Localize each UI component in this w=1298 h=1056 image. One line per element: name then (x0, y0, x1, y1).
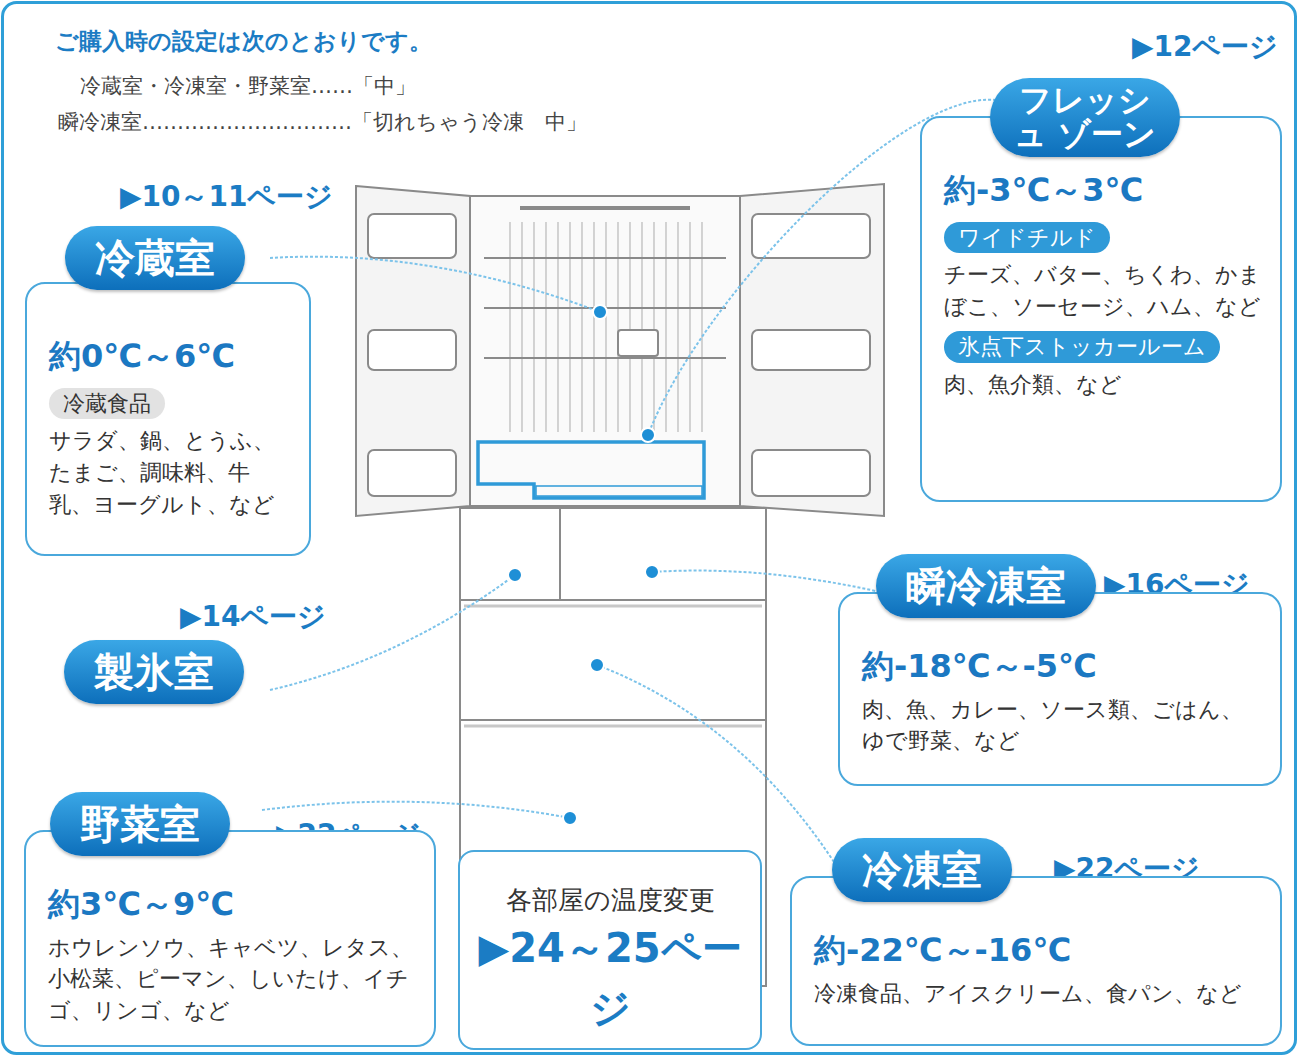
tag-text: ワイドチルド (958, 225, 1096, 250)
intro-note: ご購入時の設定は次のとおりです。 (55, 26, 432, 57)
room-name: 製氷室 (94, 649, 214, 695)
food-tag: 冷蔵食品 (49, 388, 165, 420)
room-heading: 製氷室 (64, 640, 244, 704)
tag-row: 氷点下ストッカールーム (944, 327, 1262, 369)
tag-row: 冷蔵食品 (49, 384, 291, 426)
room-panel: 瞬冷凍室約-18℃～-5℃肉、魚、カレー、ソース類、ごはん、ゆで野菜、など (838, 592, 1282, 786)
food-list: 肉、魚介類、など (944, 369, 1262, 401)
food-list: チーズ、バター、ちくわ、かまぼこ、ソーセージ、ハム、など (944, 259, 1262, 323)
food-tag: ワイドチルド (944, 222, 1110, 254)
room-heading: 冷蔵室 (65, 226, 245, 290)
room-heading: 瞬冷凍室 (876, 554, 1096, 618)
room-panel: 冷蔵室約0℃～6℃冷蔵食品サラダ、鍋、とうふ、たまご、調味料、牛乳、ヨーグルト、… (25, 282, 311, 556)
food-list: ホウレンソウ、キャベツ、レタス、小松菜、ピーマン、しいたけ、イチゴ、リンゴ、など (48, 932, 416, 1028)
food-list: 肉、魚、カレー、ソース類、ごはん、ゆで野菜、など (862, 694, 1262, 758)
food-list: 冷凍食品、アイスクリーム、食パン、など (814, 978, 1262, 1010)
food-tag: 氷点下ストッカールーム (944, 331, 1220, 363)
tag-text: 冷蔵食品 (63, 391, 151, 416)
room-panel: フレッシュ ゾーン約-3℃～3℃ワイドチルドチーズ、バター、ちくわ、かまぼこ、ソ… (920, 116, 1282, 502)
room-heading: 野菜室 (50, 792, 230, 856)
tag-row: ワイドチルド (944, 218, 1262, 260)
food-list: サラダ、鍋、とうふ、たまご、調味料、牛乳、ヨーグルト、など (49, 425, 291, 521)
box-heading: 各部屋の温度変更 (470, 882, 750, 918)
temperature-range: 約0℃～6℃ (49, 336, 291, 378)
setting-note: 冷蔵室・冷凍室・野菜室……「中」 (80, 72, 416, 100)
fresh-zone-outline (478, 442, 704, 498)
outer-frame (3, 3, 1296, 1054)
setting-note: 瞬冷凍室…………………………「切れちゃう冷凍 中」 (58, 108, 587, 136)
temperature-range: 約-18℃～-5℃ (862, 646, 1262, 688)
page-ref: ▶12ページ (1132, 28, 1279, 66)
room-heading: フレッシュ ゾーン (990, 78, 1180, 157)
page-ref: ▶14ページ (180, 598, 327, 636)
temperature-range: 約3℃～9℃ (48, 884, 416, 926)
temperature-range: 約-3℃～3℃ (944, 170, 1262, 212)
temperature-range: 約-22℃～-16℃ (814, 930, 1262, 972)
stocker-outline (536, 486, 702, 496)
temperature-box: 各部屋の温度変更▶24～25ページ (458, 850, 762, 1050)
page-ref: ▶10～11ページ (120, 178, 333, 216)
leader-dots (508, 305, 659, 825)
room-panel: 野菜室約3℃～9℃ホウレンソウ、キャベツ、レタス、小松菜、ピーマン、しいたけ、イ… (24, 830, 436, 1047)
tag-text: 氷点下ストッカールーム (958, 334, 1206, 359)
room-heading: 冷凍室 (832, 838, 1012, 902)
page-ref: ▶24～25ページ (470, 918, 750, 1038)
room-panel: 冷凍室約-22℃～-16℃冷凍食品、アイスクリーム、食パン、など (790, 876, 1282, 1046)
